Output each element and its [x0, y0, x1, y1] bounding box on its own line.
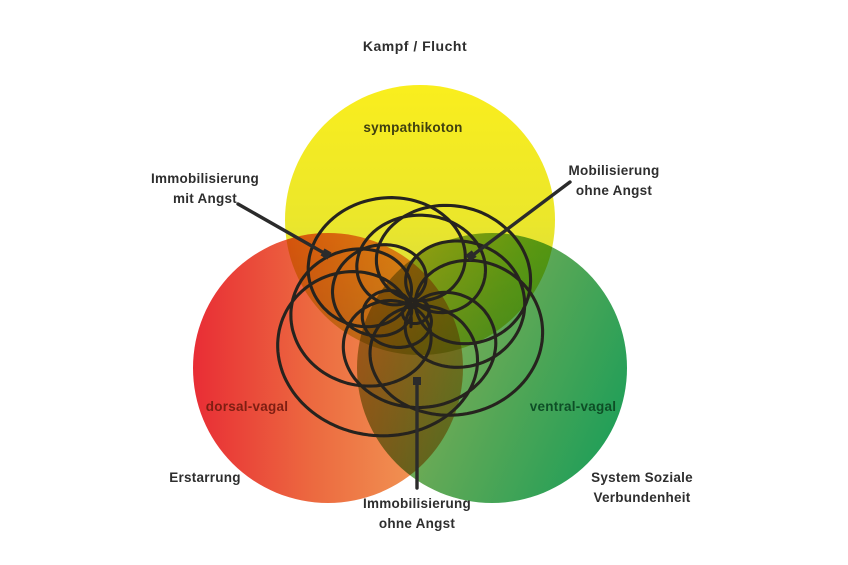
label-sympathikoton: sympathikoton — [363, 118, 462, 138]
callout-lines — [236, 180, 572, 490]
label-kampf-flucht: Kampf / Flucht — [363, 36, 467, 56]
label-immobilisierung-ohne-angst: Immobilisierung ohne Angst — [363, 494, 471, 534]
label-immobilisierung-ohne-angst-line1: Immobilisierung — [362, 496, 472, 511]
label-immobilisierung-mit-angst-line2: mit Angst — [172, 191, 237, 206]
label-system-soziale-verbundenheit: System Soziale Verbundenheit — [591, 468, 693, 508]
label-dorsal-vagal: dorsal-vagal — [206, 397, 289, 417]
marker-square-bottom — [413, 377, 421, 385]
label-sympathikoton-text: sympathikoton — [363, 120, 463, 135]
callout-end-markers — [320, 248, 477, 385]
label-mobilisierung-ohne-angst: Mobilisierung ohne Angst — [569, 161, 660, 201]
label-kampf-flucht-text: Kampf / Flucht — [362, 38, 468, 54]
label-mobilisierung-ohne-angst-line1: Mobilisierung — [568, 163, 660, 178]
label-ventral-vagal-text: ventral-vagal — [529, 399, 617, 414]
label-erstarrung: Erstarrung — [169, 468, 241, 488]
label-immobilisierung-mit-angst-line1: Immobilisierung — [150, 171, 260, 186]
marker-square-left — [320, 248, 332, 260]
label-mobilisierung-ohne-angst-line2: ohne Angst — [575, 183, 653, 198]
circle-ventral-vagal — [357, 233, 627, 503]
label-immobilisierung-ohne-angst-line2: ohne Angst — [378, 516, 456, 531]
label-erstarrung-text: Erstarrung — [169, 470, 241, 485]
callout-line-immobilisierung-mit-angst — [236, 202, 326, 255]
label-dorsal-vagal-text: dorsal-vagal — [205, 399, 289, 414]
label-ventral-vagal: ventral-vagal — [530, 397, 617, 417]
label-system-soziale-line1: System Soziale — [591, 470, 693, 485]
marker-square-right — [465, 250, 477, 262]
label-immobilisierung-mit-angst: Immobilisierung mit Angst — [151, 169, 259, 209]
spirograph-scribble — [276, 196, 545, 438]
label-system-soziale-line2: Verbundenheit — [593, 490, 691, 505]
callout-line-mobilisierung-ohne-angst — [471, 180, 572, 257]
